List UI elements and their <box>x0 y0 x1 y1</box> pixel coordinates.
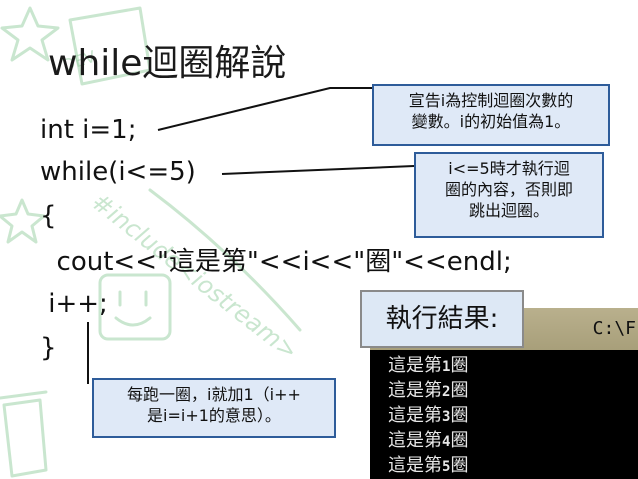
callout-increment: 每跑一圈，i就加1（i++ 是i=i+1的意思）。 <box>92 378 336 438</box>
callout-condition: i<=5時才執行迴 圈的內容，否則即 跳出迴圈。 <box>414 152 604 238</box>
console-line: 這是第2圈 <box>388 380 469 401</box>
star-icon <box>0 6 60 62</box>
doodle-decoration: DEV #include<iostream> <box>0 6 303 478</box>
callout-increment-line-2: 是i=i+1的意思）。 <box>147 406 281 425</box>
console-title-path: C:\F <box>592 318 636 339</box>
console-line: 這是第4圈 <box>388 430 469 451</box>
console-line: 這是第5圈 <box>388 455 469 476</box>
callout-declare-line-1: 宣告i為控制迴圈次數的 <box>408 91 574 110</box>
callout-declare: 宣告i為控制迴圈次數的 變數。i的初始值為1。 <box>372 84 610 146</box>
callout-condition-line-1: i<=5時才執行迴 <box>448 159 570 178</box>
code-line-declare: int i=1; <box>40 115 137 145</box>
callout-condition-line-3: 跳出迴圈。 <box>468 201 549 220</box>
code-line-cout: cout<<"這是第"<<i<<"圈"<<endl; <box>40 247 512 277</box>
sticky-note-icon <box>68 6 152 86</box>
star-icon <box>0 198 46 244</box>
result-label: 執行結果: <box>360 290 524 348</box>
smiley-note-icon <box>98 273 172 341</box>
trash-can-icon <box>0 390 48 478</box>
console-line: 這是第1圈 <box>388 355 469 376</box>
slide-title: while迴圈解說 <box>48 43 287 84</box>
callout-condition-line-2: 圈的內容，否則即 <box>444 180 573 199</box>
console-line: 這是第3圈 <box>388 405 469 426</box>
code-line-open-brace: { <box>40 201 57 231</box>
console-output: 這是第1圈 這是第2圈 這是第3圈 這是第4圈 這是第5圈 <box>388 354 468 479</box>
code-line-close-brace: } <box>40 333 57 363</box>
callout-declare-line-2: 變數。i的初始值為1。 <box>411 112 571 131</box>
callout-increment-line-1: 每跑一圈，i就加1（i++ <box>127 385 301 404</box>
code-line-while: while(i<=5) <box>40 157 196 187</box>
code-line-increment: i++; <box>40 289 108 319</box>
